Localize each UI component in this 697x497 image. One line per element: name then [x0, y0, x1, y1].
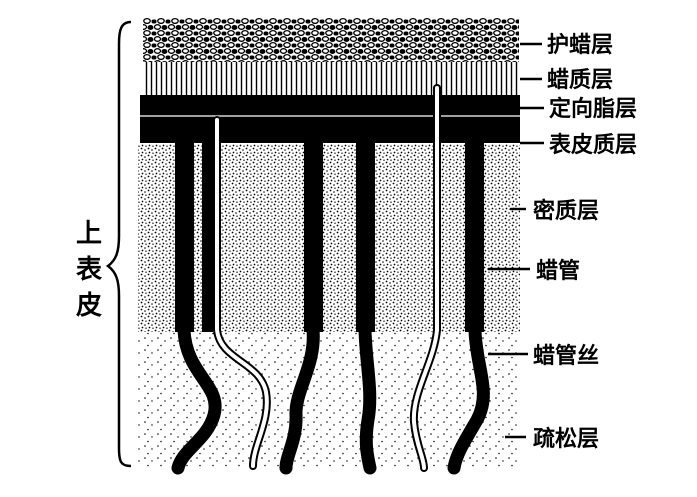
side-label-char-2: 表: [76, 255, 103, 285]
leader-lines: [488, 42, 544, 439]
side-label-char-1: 上: [76, 219, 102, 249]
wax-filament: [358, 323, 377, 475]
wax-layer: [143, 62, 519, 95]
white-wax-threads: [213, 84, 441, 472]
label-oriented-lipid-layer: 定向脂层: [549, 96, 637, 122]
label-cuticulin-layer: 表皮质层: [549, 132, 637, 158]
label-wax-protection-layer: 护蜡层: [547, 33, 613, 58]
wax-protection-layer: [143, 18, 519, 62]
label-wax-layer: 蜡质层: [547, 68, 613, 93]
wax-filament: [171, 323, 222, 475]
side-label-char-3: 皮: [76, 291, 102, 321]
wax-canals: [175, 135, 484, 332]
wax-filament: [447, 323, 490, 475]
wax-canal: [465, 135, 484, 332]
wax-canal-filaments: [171, 323, 490, 475]
wax-canal: [356, 135, 375, 332]
wax-canal: [304, 135, 323, 332]
label-loose-layer: 疏松层: [533, 426, 599, 452]
epicuticle-brace: [105, 20, 132, 468]
oriented-lipid-layer: [140, 95, 520, 117]
cuticulin-layer: [140, 117, 520, 143]
wax-filament: [279, 323, 320, 475]
wax-canal: [202, 135, 213, 332]
label-wax-canal: 蜡管: [536, 258, 580, 284]
label-dense-layer: 密质层: [533, 198, 599, 224]
dense-layer: [138, 144, 520, 332]
label-wax-canal-filament: 蜡管丝: [533, 343, 599, 369]
wax-canal: [175, 135, 194, 332]
